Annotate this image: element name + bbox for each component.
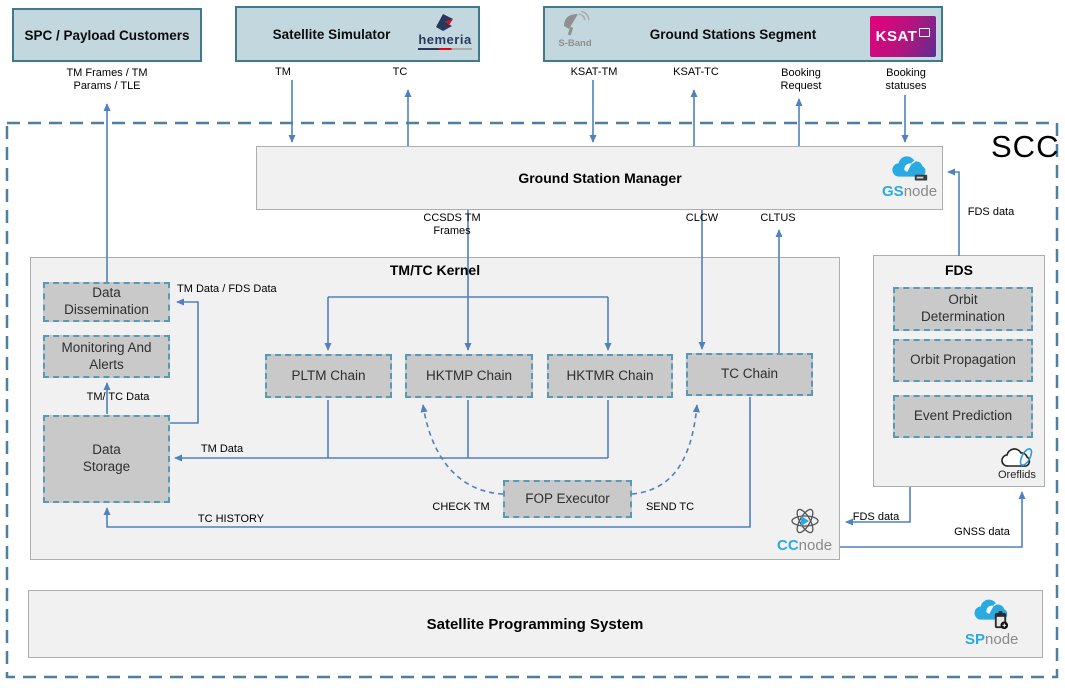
gsnode-cloud-icon: [891, 156, 927, 181]
orbit-determination-box: Orbit Determination: [893, 287, 1033, 331]
gsnode-logo: GSnode: [882, 155, 937, 199]
label-ccsds-tm-frames: CCSDS TM Frames: [423, 212, 481, 237]
spnode-logo: SPnode: [965, 597, 1018, 647]
oreflids-logo: Oreflids: [998, 444, 1036, 481]
satellite-simulator-box: Satellite Simulator hemeria: [235, 6, 480, 62]
spc-title: SPC / Payload Customers: [24, 27, 190, 43]
label-tc: TC: [392, 66, 408, 78]
gsm-title: Ground Station Manager: [518, 170, 682, 186]
ccnode-suffix: node: [798, 537, 833, 554]
ccnode-atom-icon: [790, 508, 819, 534]
tc-chain-box: TC Chain: [686, 353, 813, 396]
ksat-logo: KSAT: [870, 16, 936, 57]
label-clcw: CLCW: [685, 212, 719, 224]
label-send-tc: SEND TC: [645, 501, 695, 513]
hktmp-chain-box: HKTMP Chain: [405, 354, 533, 398]
spnode-cloud-icon: [974, 599, 1008, 630]
satellite-simulator-title: Satellite Simulator: [272, 26, 391, 42]
hemeria-logo: hemeria: [416, 13, 474, 50]
fds-title: FDS: [945, 262, 973, 278]
ccnode-prefix: CC: [777, 537, 799, 554]
spc-payload-customers-box: SPC / Payload Customers: [12, 8, 202, 62]
pltm-chain-box: PLTM Chain: [265, 354, 392, 398]
label-check-tm: CHECK TM: [432, 501, 490, 513]
flow-fds-data-top-line: [947, 168, 960, 256]
data-storage-box: Data Storage: [43, 415, 170, 503]
hemeria-tricolor-bar: [418, 48, 472, 50]
hemeria-wordmark: hemeria: [418, 32, 472, 47]
label-fds-data-bottom: FDS data: [852, 511, 900, 523]
label-cltus: CLTUS: [760, 212, 796, 224]
ksat-superscript-box: [919, 28, 931, 37]
ksat-wordmark: KSAT: [875, 28, 918, 45]
ccnode-logo: CCnode: [777, 505, 832, 553]
scc-label: SCC: [991, 129, 1060, 164]
orbit-propagation-box: Orbit Propagation: [893, 339, 1033, 382]
spnode-prefix: SP: [965, 631, 986, 648]
label-tm: TM: [275, 66, 291, 78]
label-tm-data: TM Data: [200, 443, 244, 455]
label-ksat-tc: KSAT-TC: [673, 66, 719, 78]
label-booking-request: Booking Request: [780, 67, 822, 92]
sps-title: Satellite Programming System: [426, 616, 644, 633]
kernel-title: TM/TC Kernel: [389, 262, 481, 278]
ground-stations-title: Ground Stations Segment: [649, 26, 817, 42]
s-band-icon: S-Band: [550, 11, 600, 49]
event-prediction-box: Event Prediction: [893, 395, 1033, 438]
fop-executor-box: FOP Executor: [503, 480, 632, 518]
label-fds-data-top: FDS data: [967, 206, 1015, 218]
label-tm-fds-data: TM Data / FDS Data: [177, 283, 277, 295]
label-tc-history: TC HISTORY: [197, 513, 265, 525]
monitoring-and-alerts-box: Monitoring And Alerts: [43, 335, 170, 378]
label-tm-frames-tle: TM Frames / TM Params / TLE: [66, 67, 148, 92]
ground-stations-segment-box: S-Band Ground Stations Segment KSAT: [543, 6, 943, 62]
spnode-suffix: node: [985, 631, 1019, 648]
hktmr-chain-box: HKTMR Chain: [547, 354, 673, 398]
gsnode-suffix: node: [903, 183, 938, 200]
gsnode-prefix: GS: [882, 183, 904, 200]
label-ksat-tm: KSAT-TM: [570, 66, 618, 78]
oreflids-cloud-icon: [1001, 448, 1033, 467]
oreflids-wordmark: Oreflids: [998, 469, 1036, 481]
hemeria-icon: [436, 14, 453, 31]
satellite-dish-icon: [564, 11, 590, 36]
s-band-label: S-Band: [558, 38, 592, 49]
label-booking-statuses: Booking statuses: [885, 67, 927, 92]
label-tmtc-data: TM/ TC Data: [86, 391, 150, 403]
data-dissemination-box: Data Dissemination: [43, 282, 170, 322]
label-gnss-data: GNSS data: [954, 526, 1010, 538]
